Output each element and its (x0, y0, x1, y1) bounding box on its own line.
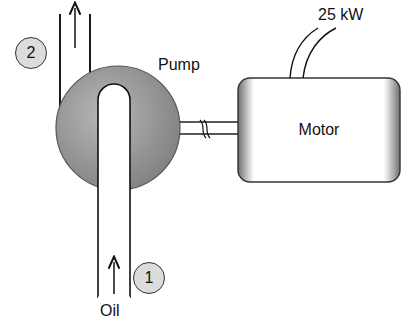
power-rating: 25 kW (318, 6, 363, 24)
flow-arrow (113, 262, 115, 294)
part-name: Motor (299, 121, 340, 139)
flow-arrow (74, 8, 76, 48)
part-name: Pump (158, 56, 200, 74)
power-wires (290, 28, 336, 78)
callout-number: 1 (133, 262, 165, 294)
shaft-break (200, 120, 210, 138)
fluid-name: Oil (100, 302, 120, 320)
callout-number: 2 (15, 37, 47, 69)
inlet-pipe (98, 84, 130, 298)
shaft (176, 122, 240, 134)
motor-body (238, 78, 400, 182)
